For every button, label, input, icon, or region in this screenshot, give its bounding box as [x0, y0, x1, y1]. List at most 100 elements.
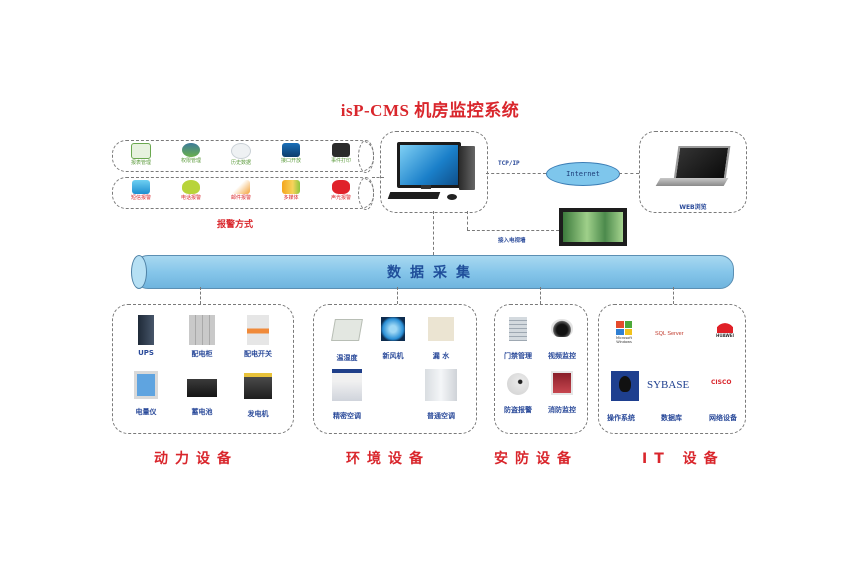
computer-interface-icon [282, 143, 300, 157]
access-control-icon [509, 317, 527, 341]
monitor-icon [397, 142, 461, 188]
diagram-title: isP-CMS 机房监控系统 [340, 101, 520, 120]
power-equipment-box: UPS 配电柜 配电开关 电量仪 蓄电池 发电机 [112, 304, 294, 434]
bus-label: 数据采集 [387, 265, 479, 281]
workstation-bus-line [433, 211, 434, 255]
management-item-report: 报表管理 [119, 141, 163, 166]
device-generator: 发电机 [229, 373, 287, 419]
cisco-logo: CISCO [711, 379, 732, 386]
bus-line-it [673, 287, 674, 304]
bus-cap [131, 255, 147, 289]
precision-ac-icon [332, 369, 362, 401]
device-fresh-air: 新风机 [364, 317, 422, 361]
tv-wall-line-v [467, 211, 468, 230]
category-security: 安防设备 [494, 451, 578, 467]
laptop-base-icon [655, 178, 729, 186]
pc-tower-icon [459, 146, 475, 190]
device-battery: 蓄电池 [173, 379, 231, 417]
alarm-panel: 短信报警 电话报警 邮件报警 多媒体 声光报警 [112, 177, 374, 209]
camera-icon [551, 319, 573, 337]
email-icon [232, 180, 250, 194]
internet-web-line [619, 173, 639, 174]
category-power: 动力设备 [154, 451, 238, 467]
battery-icon [187, 379, 217, 397]
laptop-screen-icon [673, 146, 731, 180]
sql-server-logo: SQL Server [655, 331, 684, 337]
management-item-permission: 权限管理 [169, 141, 213, 164]
device-temp-humidity: 温湿度 [318, 319, 376, 363]
user-permission-icon [182, 143, 200, 157]
monitor-stand [421, 185, 431, 189]
tcpip-label: TCP/IP [498, 160, 520, 167]
category-environment: 环境设备 [346, 451, 430, 467]
linux-logo [611, 371, 639, 401]
history-search-icon [231, 143, 251, 159]
data-acquisition-bus [134, 255, 734, 289]
temp-humidity-sensor-icon [331, 319, 363, 341]
alarm-light-icon [332, 180, 350, 194]
management-cylinder-end [358, 140, 374, 173]
device-video-surveillance: 视频监控 [533, 319, 591, 361]
regular-ac-icon [425, 369, 457, 401]
sms-icon [132, 180, 150, 194]
tv-wall-label: 接入电视墙 [498, 238, 526, 244]
alarm-item-phone: 电话报警 [169, 178, 213, 201]
web-browse-box: WEB浏览 [639, 131, 747, 213]
sybase-logo: SYBASE [647, 379, 690, 391]
speaker-icon [282, 180, 300, 194]
alarm-item-email: 邮件报警 [219, 178, 263, 201]
device-power-meter: 电量仪 [117, 371, 175, 417]
management-item-print: 事件打印 [319, 141, 363, 164]
bus-line-power [200, 287, 201, 304]
category-it: IT 设备 [642, 451, 725, 467]
device-access-control: 门禁管理 [489, 317, 547, 361]
management-item-interface: 接口开放 [269, 141, 313, 164]
cabinet-icon [189, 315, 215, 345]
management-item-history: 历史数据 [219, 141, 263, 166]
security-equipment-box: 门禁管理 视频监控 防盗报警 消防监控 [494, 304, 588, 434]
ups-icon [138, 315, 154, 345]
bus-line-env [397, 287, 398, 304]
device-water-leak: 漏 水 [412, 317, 470, 361]
tv-wall-line-h [467, 230, 559, 231]
windows-logo: Microsoft Windows [613, 321, 635, 344]
burglar-alarm-icon [507, 373, 529, 395]
alarm-item-sms: 短信报警 [119, 178, 163, 201]
it-label-database: 数据库 [661, 414, 682, 422]
tv-wall-icon [559, 208, 627, 246]
water-leak-sensor-icon [428, 317, 454, 341]
it-label-os: 操作系统 [607, 414, 635, 422]
fire-monitor-icon [551, 371, 573, 395]
tcpip-line [486, 173, 546, 174]
fan-icon [381, 317, 405, 341]
device-regular-ac: 普通空调 [412, 369, 470, 421]
environment-equipment-box: 温湿度 新风机 漏 水 精密空调 普通空调 [313, 304, 477, 434]
device-ups: UPS [117, 315, 175, 357]
bus-line-security [540, 287, 541, 304]
alarm-methods-label: 报警方式 [216, 220, 253, 230]
internet-cloud: Internet [546, 162, 620, 186]
report-icon [131, 143, 151, 159]
web-browse-label: WEB浏览 [679, 204, 707, 211]
management-panel: 报表管理 权限管理 历史数据 接口开放 事件打印 [112, 140, 374, 172]
alarm-item-multimedia: 多媒体 [269, 178, 313, 201]
workstation-box [380, 131, 488, 213]
device-distribution-switch: 配电开关 [229, 315, 287, 359]
keyboard-icon [387, 192, 441, 199]
device-distribution-cabinet: 配电柜 [173, 315, 231, 359]
printer-icon [332, 143, 350, 157]
panel-connector-line [372, 177, 384, 178]
alarm-cylinder-end [358, 177, 374, 210]
mouse-icon [447, 194, 457, 200]
it-equipment-box: Microsoft Windows SQL Server HUAWEI SYBA… [598, 304, 746, 434]
device-burglar-alarm: 防盗报警 [489, 373, 547, 415]
power-meter-icon [134, 371, 158, 399]
phone-icon [182, 180, 200, 194]
it-label-network: 网络设备 [709, 414, 737, 422]
device-precision-ac: 精密空调 [318, 369, 376, 421]
alarm-item-light: 声光报警 [319, 178, 363, 201]
generator-icon [244, 373, 272, 399]
switch-icon [247, 315, 269, 345]
device-fire-monitoring: 消防监控 [533, 371, 591, 415]
huawei-logo: HUAWEI [713, 319, 737, 338]
